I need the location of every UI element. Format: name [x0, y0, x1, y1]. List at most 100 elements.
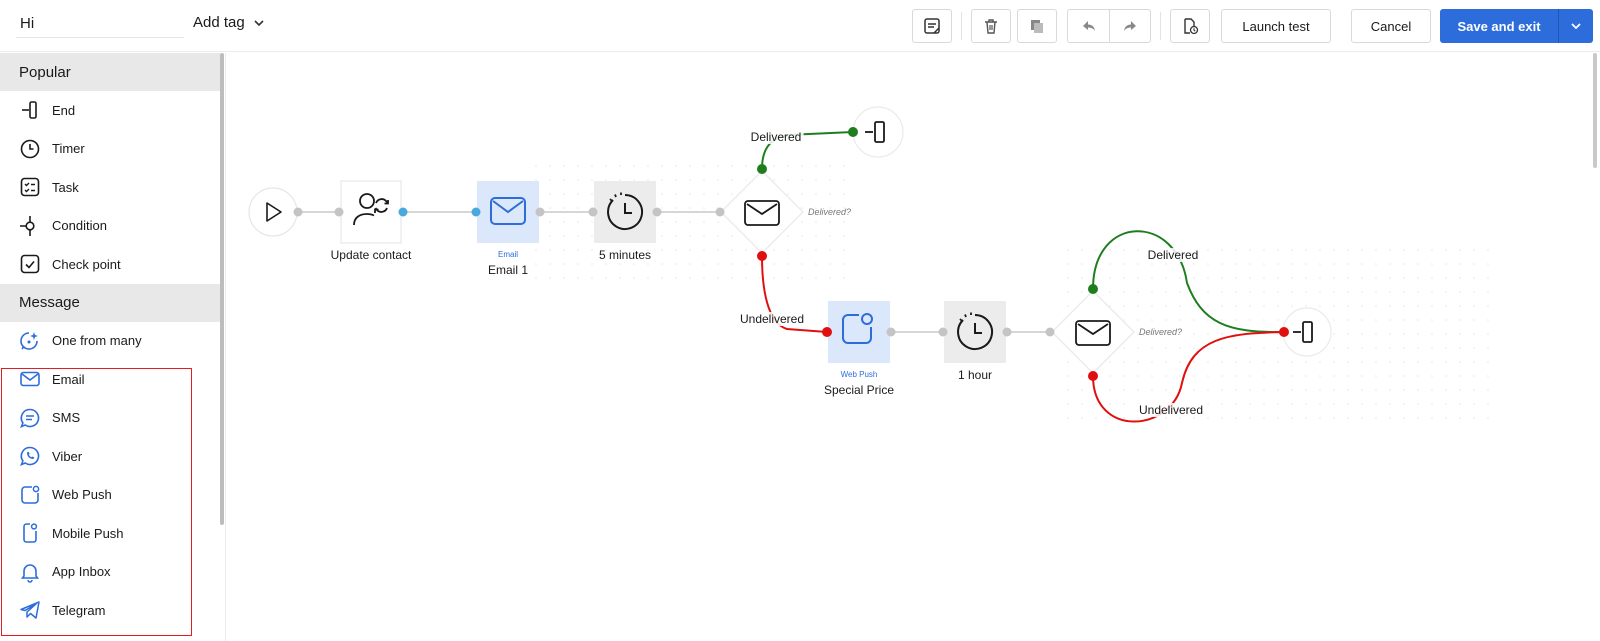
flow-diagram: [248, 106, 1497, 423]
palette-item-end[interactable]: End: [0, 91, 220, 130]
palette-item-label: App Inbox: [52, 564, 111, 580]
save-options-button[interactable]: [1558, 9, 1593, 43]
palette-item-label: SMS: [52, 410, 81, 426]
web-push-node-type: Web Push: [840, 370, 878, 379]
palette-item-task[interactable]: Task: [0, 168, 220, 207]
email-node[interactable]: [477, 181, 539, 243]
telegram-icon: [18, 598, 42, 622]
undelivered-label: Undelivered: [737, 312, 807, 326]
note-icon: [924, 18, 940, 34]
chevron-down-icon: [1571, 23, 1581, 30]
chevron-down-icon: [254, 19, 264, 26]
copy-icon: [1031, 20, 1043, 33]
test-history-button[interactable]: [1170, 9, 1210, 43]
timer1-label: 5 minutes: [598, 248, 652, 262]
notes-button[interactable]: [912, 9, 952, 43]
palette-item-label: End: [52, 102, 76, 118]
palette-scrollbar[interactable]: [220, 53, 224, 525]
section-popular-title: Popular: [0, 53, 220, 91]
add-tag-label: Add tag: [193, 14, 245, 31]
viber-icon: [18, 444, 42, 468]
timer-icon: [607, 192, 644, 230]
redo-icon: [1124, 21, 1136, 31]
palette-item-label: Task: [52, 179, 79, 195]
end-icon: [874, 121, 885, 143]
email-icon: [1075, 320, 1111, 346]
connector-ports[interactable]: [293, 127, 1290, 381]
flow-canvas[interactable]: Update contact Email Email 1 5 minutes D…: [227, 53, 1590, 641]
save-and-exit-split-button: Save and exit: [1440, 9, 1593, 43]
toolbar-separator: [961, 12, 962, 40]
campaign-name-input[interactable]: [16, 10, 184, 38]
timer-node-2[interactable]: [944, 301, 1006, 363]
palette-item-sms[interactable]: SMS: [0, 399, 220, 438]
sparkle-message-icon: [18, 329, 42, 353]
palette-item-timer[interactable]: Timer: [0, 130, 220, 169]
email-icon: [490, 197, 526, 225]
condition-node-1[interactable]: [719, 169, 805, 255]
bell-icon: [18, 560, 42, 584]
duplicate-button[interactable]: [1017, 9, 1057, 43]
undelivered2-label: Undelivered: [1136, 403, 1206, 417]
undelivered-edge-2: [1092, 331, 1285, 423]
palette-item-label: Web Push: [52, 487, 112, 503]
web-push-icon: [842, 314, 872, 344]
start-node[interactable]: [248, 187, 298, 237]
section-message-title: Message: [0, 283, 220, 322]
mobile-push-icon: [18, 521, 42, 545]
palette-item-check-point[interactable]: Check point: [0, 245, 220, 284]
web-push-node-label: Special Price: [823, 383, 895, 397]
undo-button[interactable]: [1067, 9, 1109, 43]
email-node-type: Email: [497, 250, 519, 259]
timer-node-1[interactable]: [594, 181, 656, 243]
grid-dots: [527, 163, 857, 283]
undo-icon: [1082, 21, 1095, 31]
delivered-label: Delivered: [748, 130, 804, 144]
palette-item-condition[interactable]: Condition: [0, 207, 220, 246]
palette-item-label: Condition: [52, 218, 107, 234]
end-node-1[interactable]: [852, 106, 904, 158]
end-icon: [1302, 321, 1313, 343]
palette-item-web-push[interactable]: Web Push: [0, 476, 220, 515]
play-icon: [266, 202, 282, 222]
palette-item-label: One from many: [52, 333, 142, 349]
web-push-node[interactable]: [828, 301, 890, 363]
launch-test-button[interactable]: Launch test: [1221, 9, 1331, 43]
canvas-scrollbar[interactable]: [1593, 53, 1597, 168]
file-clock-icon: [1184, 18, 1199, 35]
sms-icon: [18, 406, 42, 430]
palette-item-label: Telegram: [52, 602, 106, 618]
email-node-label: Email 1: [487, 263, 529, 277]
timer-icon: [957, 312, 994, 350]
add-tag-dropdown[interactable]: Add tag: [193, 14, 265, 31]
top-toolbar: Add tag: [0, 0, 1600, 52]
delete-button[interactable]: [971, 9, 1011, 43]
palette-item-label: Timer: [52, 141, 85, 157]
element-palette: Popular End Timer Task Condition Check p…: [0, 53, 226, 641]
connector-lines: [297, 211, 1050, 333]
end-node-2[interactable]: [1282, 307, 1332, 357]
condition1-label: Delivered?: [808, 207, 852, 217]
trash-icon: [985, 19, 997, 34]
cancel-button[interactable]: Cancel: [1351, 9, 1431, 43]
timer-icon: [18, 137, 42, 161]
palette-item-one-from-many[interactable]: One from many: [0, 322, 220, 361]
palette-item-label: Check point: [52, 256, 121, 272]
palette-item-email[interactable]: Email: [0, 360, 220, 399]
condition-node-2[interactable]: [1050, 289, 1136, 375]
condition2-label: Delivered?: [1139, 327, 1183, 337]
palette-item-app-inbox[interactable]: App Inbox: [0, 553, 220, 592]
palette-item-viber[interactable]: Viber: [0, 437, 220, 476]
update-contact-label: Update contact: [330, 248, 412, 262]
end-icon: [18, 98, 42, 122]
save-and-exit-button[interactable]: Save and exit: [1457, 18, 1541, 34]
palette-item-mobile-push[interactable]: Mobile Push: [0, 514, 220, 553]
palette-item-telegram[interactable]: Telegram: [0, 591, 220, 630]
update-contact-node[interactable]: [340, 180, 402, 244]
redo-button[interactable]: [1109, 9, 1151, 43]
condition-icon: [18, 214, 42, 238]
toolbar-separator: [1160, 12, 1161, 40]
user-sync-icon: [353, 193, 389, 226]
delivered2-label: Delivered: [1145, 248, 1201, 262]
task-icon: [18, 175, 42, 199]
